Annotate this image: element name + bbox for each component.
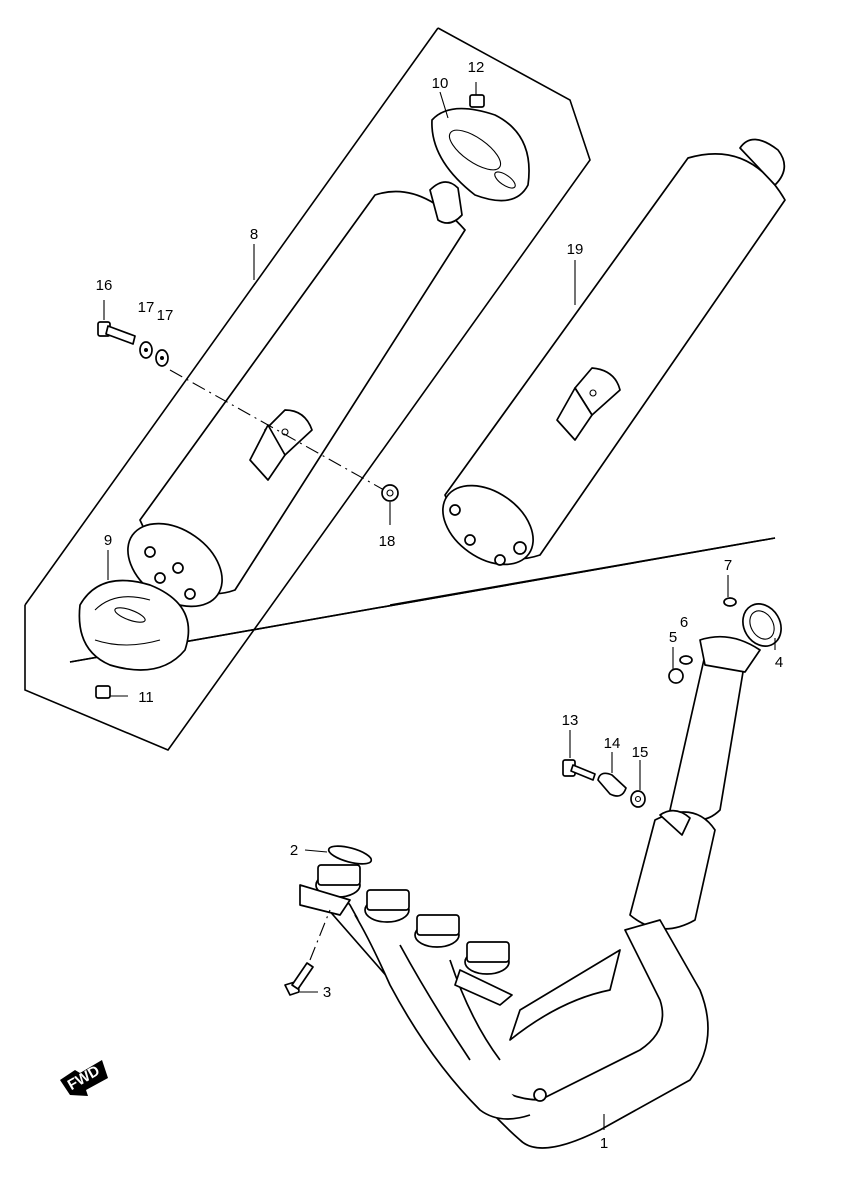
label-19: 19: [567, 241, 584, 258]
washer-7: [723, 575, 737, 607]
left-muffler-8: [127, 181, 466, 608]
collar-15: [630, 760, 646, 808]
gasket-2: [304, 845, 373, 865]
bolt-11: [95, 685, 128, 699]
nut-18: [381, 484, 399, 525]
gasket-4: [742, 603, 782, 647]
label-15: 15: [632, 744, 649, 761]
label-8: 8: [250, 226, 258, 243]
label-16: 16: [96, 277, 113, 294]
label-14: 14: [604, 735, 621, 752]
stud-bolt-3: [284, 909, 331, 996]
bolt-13: [562, 730, 596, 781]
washer-17b: [155, 349, 169, 367]
bushing-14: [597, 752, 627, 797]
muffler-end-cap-10: [431, 107, 530, 202]
bolt-12: [469, 82, 485, 108]
label-18: 18: [379, 533, 396, 550]
label-13: 13: [562, 712, 579, 729]
label-1: 1: [600, 1135, 608, 1152]
right-muffler-19: [442, 138, 786, 566]
forward-arrow-badge: FWD: [60, 1060, 108, 1096]
label-10: 10: [432, 75, 449, 92]
bolt-16: [97, 300, 136, 345]
washer-6: [679, 655, 693, 665]
nut-5: [668, 668, 684, 684]
muffler-kit-frame: [24, 27, 591, 751]
label-3: 3: [323, 984, 331, 1001]
label-12: 12: [468, 59, 485, 76]
label-5: 5: [669, 629, 677, 646]
label-7: 7: [724, 557, 732, 574]
label-17b: 17: [157, 307, 174, 324]
label-17a: 17: [138, 299, 155, 316]
label-9: 9: [104, 532, 112, 549]
exhaust-pipe-1: [299, 635, 761, 1149]
label-2: 2: [290, 842, 298, 859]
label-6: 6: [680, 614, 688, 631]
label-11: 11: [138, 689, 154, 706]
label-4: 4: [775, 654, 783, 671]
washer-17a: [139, 341, 153, 359]
muffler-end-cap-9: [78, 579, 190, 671]
